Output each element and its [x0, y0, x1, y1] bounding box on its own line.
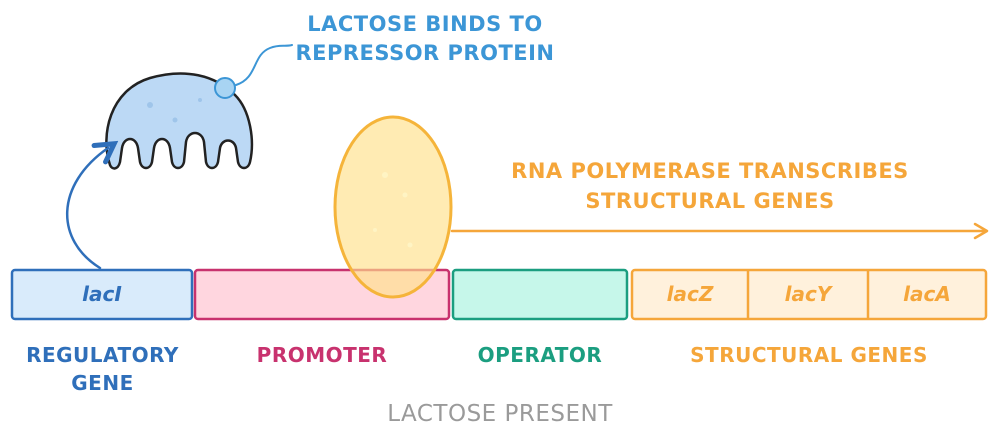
- operator-label: OPERATOR: [477, 343, 603, 367]
- operator-segment: [451, 268, 629, 321]
- regulatory-gene-label: REGULATORY GENE: [5, 341, 200, 397]
- gene-lacY: lacY: [784, 282, 832, 306]
- rna-polymerase: [333, 115, 453, 299]
- expression-arrow: [66, 148, 108, 270]
- lactose-binds-line-2: REPRESSOR PROTEIN: [295, 41, 555, 65]
- regulatory-gene-label-line-1: REGULATORY: [26, 343, 179, 367]
- structural-genes-label: STRUCTURAL GENES: [690, 343, 928, 367]
- lactose-callout-line: [235, 44, 293, 86]
- gene-lacI: lacI: [82, 282, 122, 306]
- caption: LACTOSE PRESENT: [387, 401, 613, 427]
- transcription-arrowhead: [973, 222, 989, 240]
- gene-lacA: lacA: [903, 282, 951, 306]
- regulatory-gene-label-line-2: GENE: [71, 371, 134, 395]
- lactose-binds-label: LACTOSE BINDS TO REPRESSOR PROTEIN: [290, 10, 560, 68]
- promoter-label: PROMOTER: [256, 343, 388, 367]
- rna-polymerase-line-2: STRUCTURAL GENES: [585, 189, 835, 213]
- regulatory-gene-segment: [10, 268, 194, 321]
- lactose-molecule: [214, 77, 236, 99]
- rna-polymerase-line-1: RNA POLYMERASE TRANSCRIBES: [511, 159, 909, 183]
- structural-genes-segment: [630, 268, 988, 321]
- gene-lacZ: lacZ: [666, 282, 714, 306]
- lactose-binds-line-1: LACTOSE BINDS TO: [307, 12, 543, 36]
- rna-polymerase-label: RNA POLYMERASE TRANSCRIBES STRUCTURAL GE…: [500, 156, 920, 216]
